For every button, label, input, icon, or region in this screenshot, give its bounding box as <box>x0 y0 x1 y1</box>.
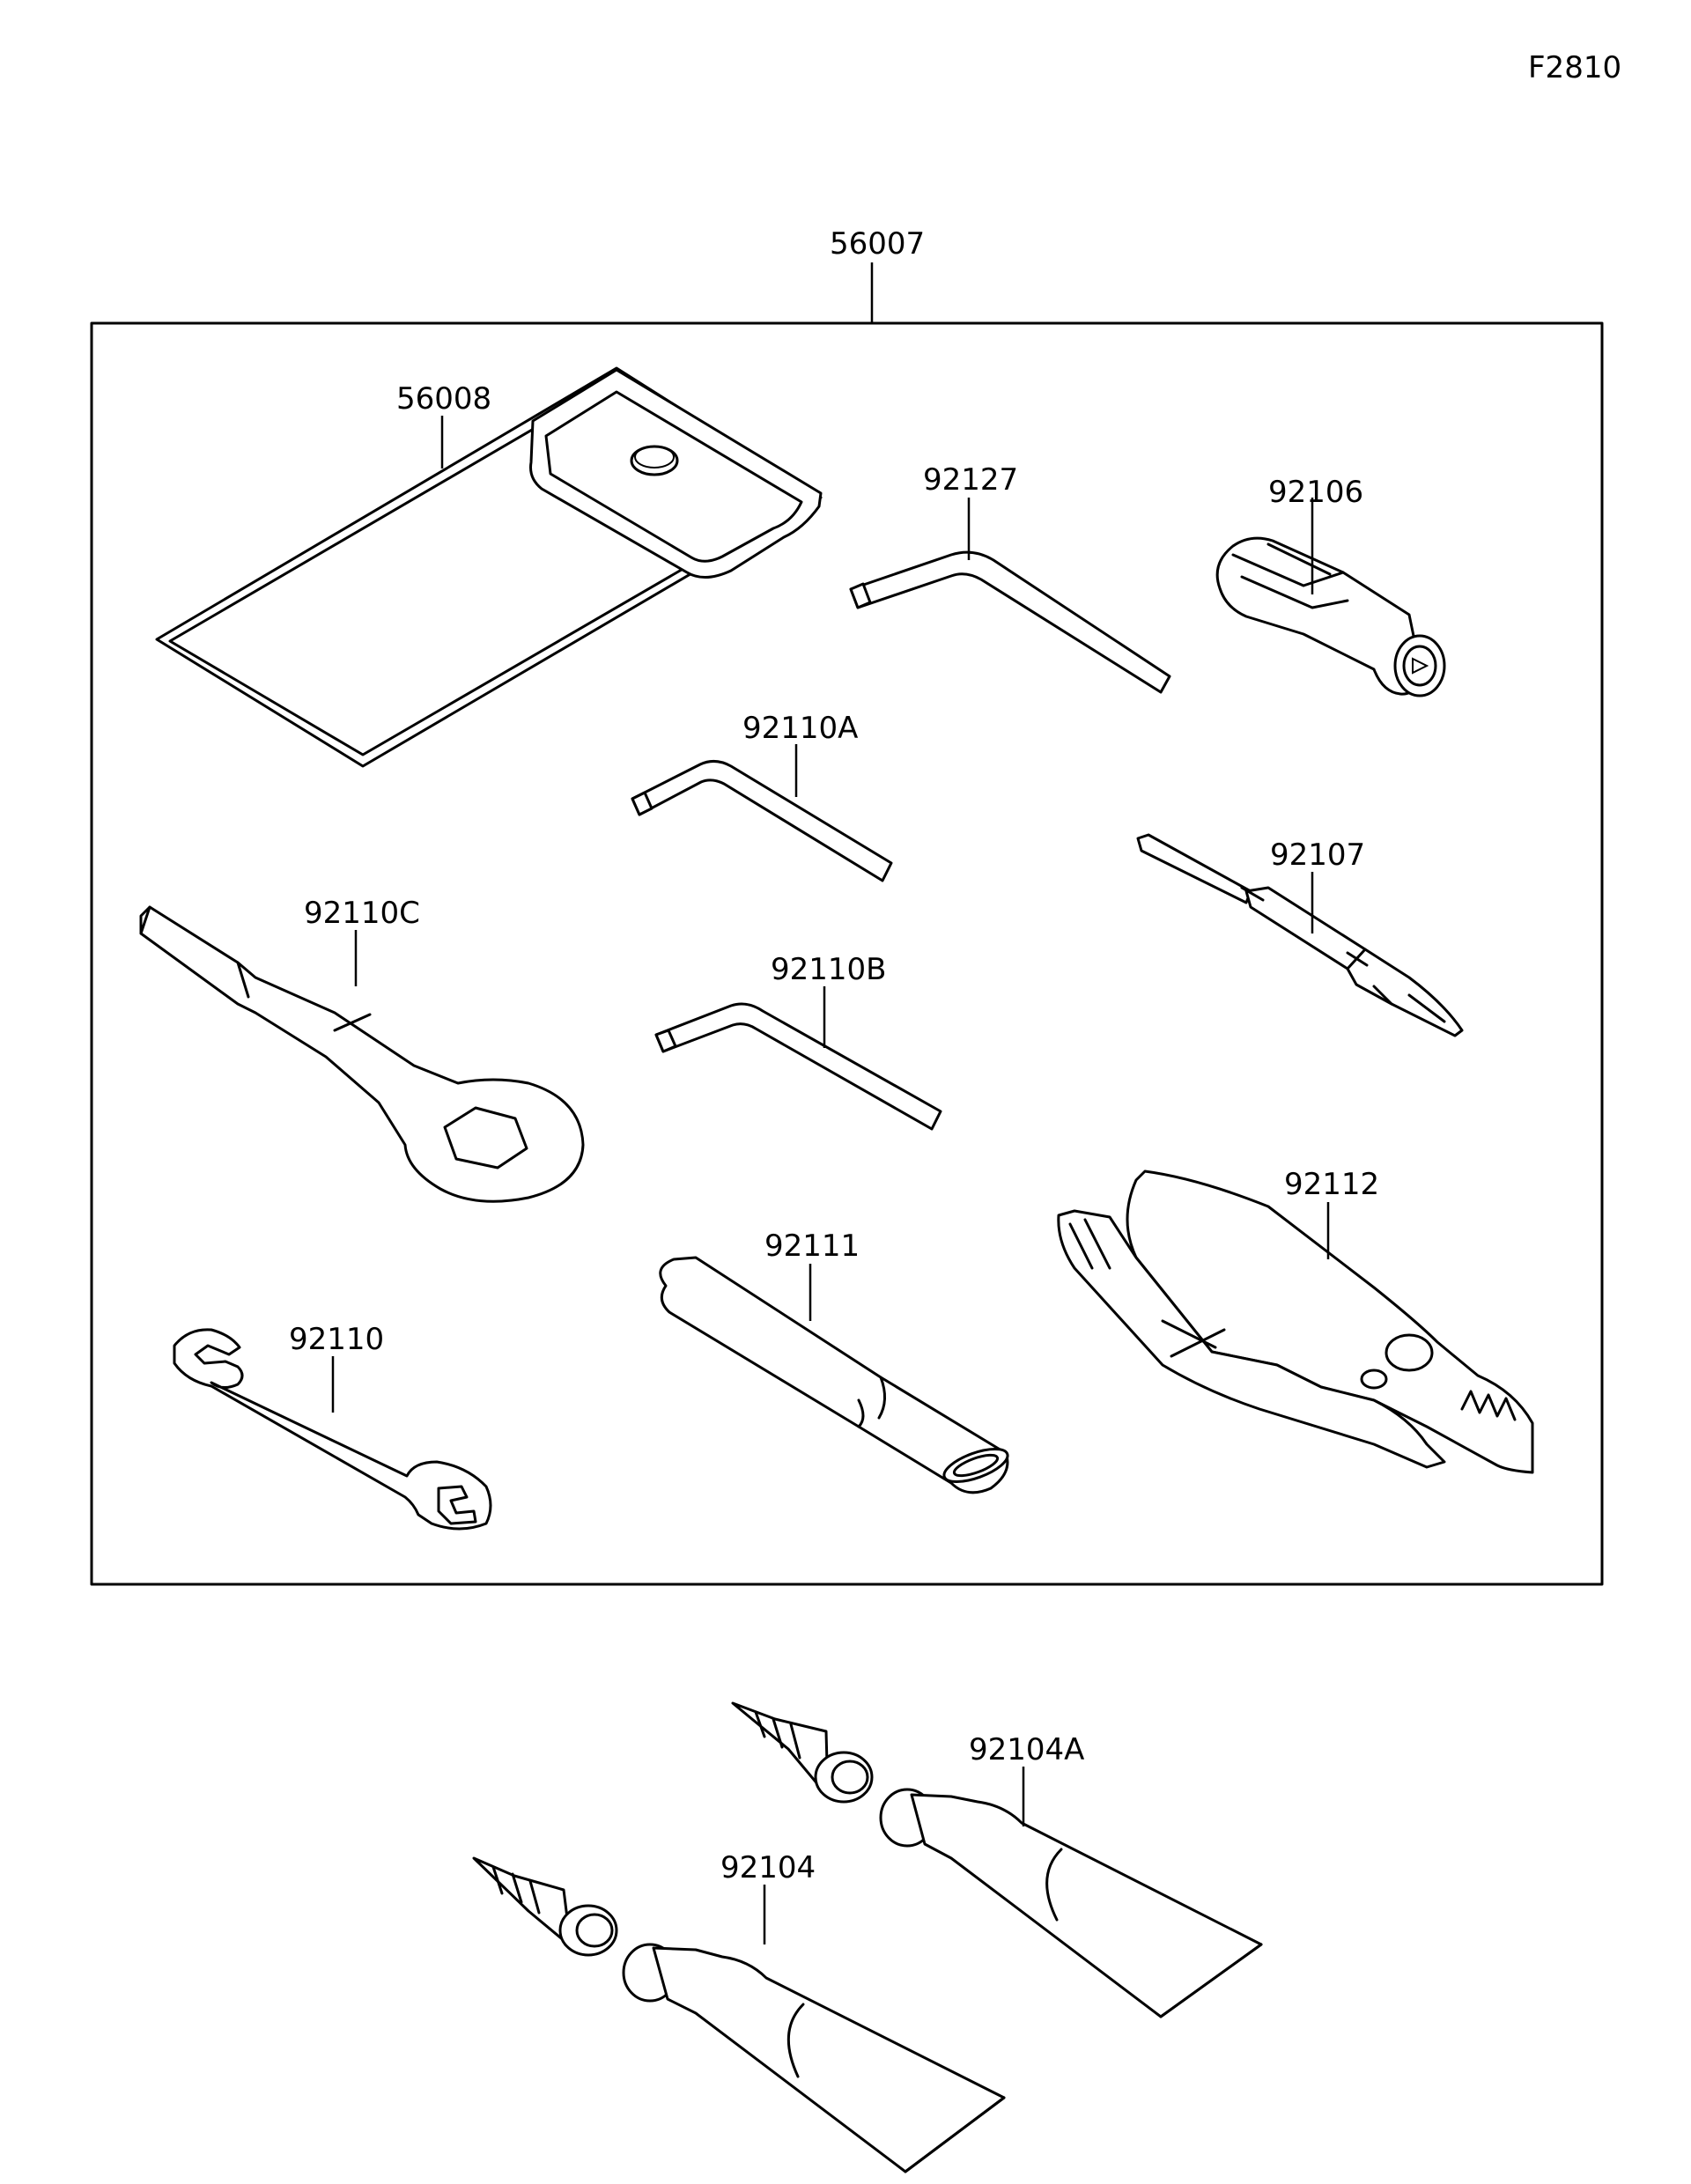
open-wrench-92110 <box>173 1328 492 1531</box>
label-spoke-wrench: 92110C <box>304 896 420 931</box>
case-56008 <box>155 366 823 768</box>
plug-wrench-92106 <box>1215 536 1446 697</box>
grease-tube-92104a <box>731 1701 1263 2018</box>
hex-wrench-92110a <box>631 760 893 882</box>
label-case: 56008 <box>396 381 491 417</box>
handle-92111 <box>659 1256 1009 1494</box>
hex-wrench-92127 <box>849 550 1171 694</box>
label-hex-wrench-large: 92127 <box>923 462 1018 498</box>
label-tool-kit: 56007 <box>830 226 925 262</box>
label-hex-wrench-a: 92110A <box>742 711 858 746</box>
pliers-92112 <box>1057 1169 1534 1474</box>
diagram-code: F2810 <box>1528 50 1621 85</box>
label-screwdriver: 92107 <box>1270 837 1365 873</box>
label-grease-tube-a: 92104A <box>969 1732 1084 1767</box>
spoke-wrench-92110c <box>139 905 585 1203</box>
label-grease-tube: 92104 <box>720 1850 816 1885</box>
label-plug-wrench: 92106 <box>1268 475 1363 510</box>
label-handle: 92111 <box>764 1228 860 1264</box>
label-hex-wrench-b: 92110B <box>771 952 886 987</box>
grease-tube-92104 <box>472 1856 1006 2173</box>
tool-kit-frame <box>90 321 1604 1586</box>
label-open-wrench: 92110 <box>289 1322 384 1357</box>
screwdriver-92107 <box>1136 833 1464 1037</box>
hex-wrench-92110b <box>654 1002 942 1131</box>
label-pliers: 92112 <box>1284 1167 1379 1202</box>
